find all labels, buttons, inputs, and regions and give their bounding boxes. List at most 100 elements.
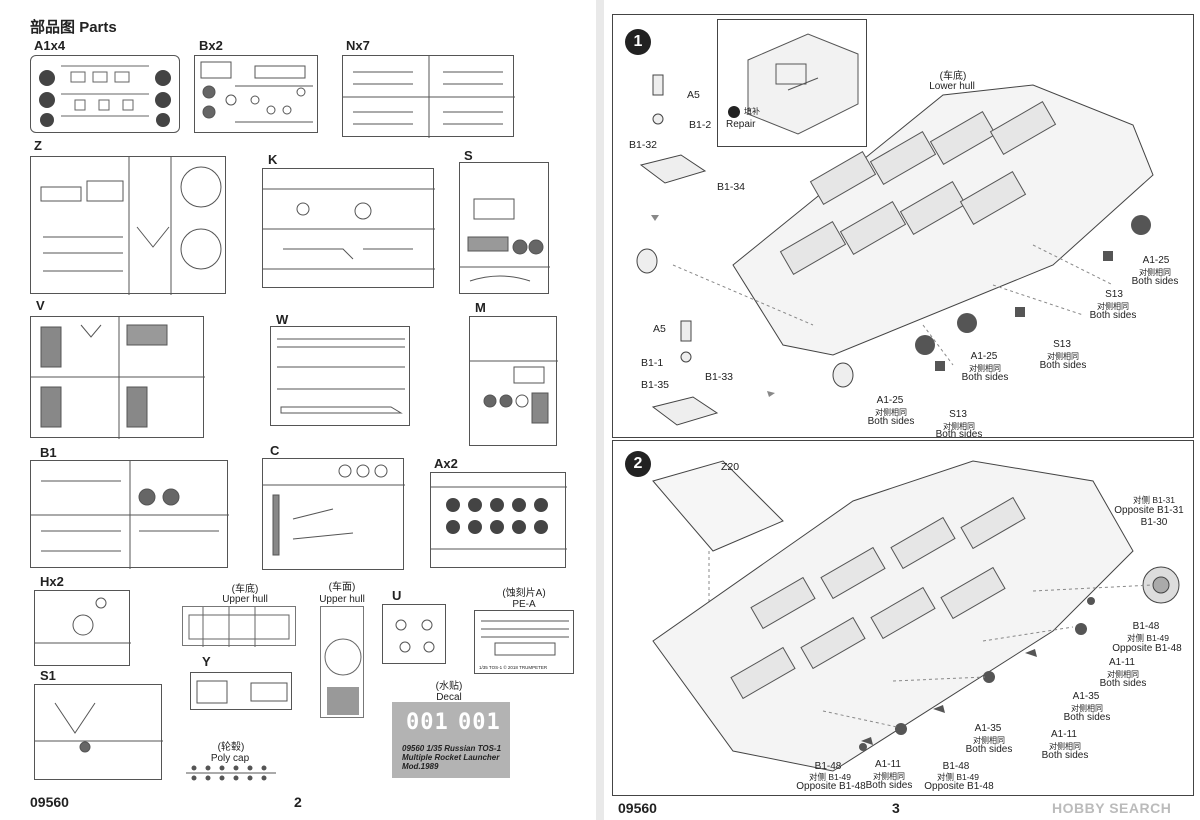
decal-line-2: Multiple Rocket Launcher <box>402 753 500 762</box>
step-2-number: 2 <box>625 451 651 477</box>
a1-25-left-en: Both sides <box>867 416 915 427</box>
sprue-w-frame <box>270 326 410 426</box>
b1-48-right-en: Opposite B1-48 <box>1112 643 1182 654</box>
part-b1-30: B1-30 <box>1140 517 1168 528</box>
sprue-k-drawing <box>263 188 435 270</box>
b1-48-left-en: Opposite B1-48 <box>796 781 866 792</box>
part-a1-25-middle: A1-25 <box>970 351 998 362</box>
hull-bottom-part <box>182 606 296 647</box>
b1-48-left-cn: 对侧 B1-49 <box>808 772 852 782</box>
part-b1-32: B1-32 <box>629 139 658 151</box>
part-b1-1: B1-1 <box>641 357 664 369</box>
part-a1-11-right: A1-11 <box>1109 657 1135 668</box>
part-b1-48-right: B1-48 <box>1132 621 1160 632</box>
s13-left-en: Both sides <box>935 429 983 440</box>
a1-25-left-cn: 对侧相同 <box>875 408 907 417</box>
sprue-b-frame <box>194 55 318 133</box>
part-a1-35-left: A1-35 <box>974 723 1002 734</box>
part-b1-48-left: B1-48 <box>814 761 842 772</box>
sprue-n-drawing <box>343 56 515 138</box>
kit-number-right: 09560 <box>618 800 657 816</box>
sprue-z-frame <box>30 156 226 295</box>
pe-label-cn: (蚀刻片A) <box>502 588 546 599</box>
sprue-label-h: Hx2 <box>40 574 64 589</box>
hull-top-label-en: Upper hull <box>319 594 365 605</box>
polycap-label-en: Poly cap <box>210 753 250 764</box>
sprue-w-drawing <box>277 338 405 414</box>
a1-25-middle-en: Both sides <box>961 372 1009 383</box>
part-b1-34: B1-34 <box>717 181 746 193</box>
b1-48-middle-cn: 对侧 B1-49 <box>936 772 980 782</box>
s13-middle-cn: 对侧相同 <box>1047 352 1079 361</box>
decal-sheet: 001 001 09560 1/35 Russian TOS-1 Multipl… <box>392 702 510 778</box>
sprue-s1-frame <box>34 684 163 780</box>
decal-number-b: 001 <box>458 710 501 735</box>
sprue-label-n: Nx7 <box>346 38 370 53</box>
sprue-c-frame <box>262 458 405 570</box>
hull-top-part <box>320 606 364 718</box>
sprue-b1-drawing <box>31 461 229 569</box>
pe-fret: 1/35 TOS-1 © 2018 TRUMPETER <box>474 610 574 674</box>
sprue-label-m: M <box>475 300 486 315</box>
sprue-label-v: V <box>36 298 45 313</box>
a1-11-middle-cn: 对侧相同 <box>1049 742 1081 751</box>
part-a1-25-left: A1-25 <box>876 395 904 406</box>
polycap-label-cn: (轮毂) <box>217 742 245 753</box>
parts-title-cn: 部品图 <box>30 19 76 36</box>
page-gutter <box>596 0 604 820</box>
page-number-left: 2 <box>294 794 302 810</box>
a1-25-right-en: Both sides <box>1131 276 1179 287</box>
step-1-hull-drawing <box>636 74 1154 426</box>
sprue-label-b: Bx2 <box>199 38 223 53</box>
sprue-h-drawing <box>35 597 131 644</box>
sprue-label-a: Ax2 <box>434 456 458 471</box>
part-a5-top: A5 <box>687 89 700 101</box>
a1-35-left-cn: 对侧相同 <box>973 736 1005 745</box>
parts-title: 部品图 Parts <box>30 16 117 37</box>
sprue-b-drawing <box>200 61 313 123</box>
opp-b1-31-cn: 对侧 B1-31 <box>1132 495 1176 505</box>
part-a5-mid: A5 <box>653 323 666 335</box>
s13-right-en: Both sides <box>1089 310 1137 321</box>
hull-top-label-cn: (车面) <box>328 582 356 593</box>
sprue-n-frame <box>342 55 515 138</box>
part-s13-middle: S13 <box>1053 339 1071 350</box>
decal-line-1: 09560 1/35 Russian TOS-1 <box>402 744 502 753</box>
pe-label-en: PE-A <box>512 599 536 610</box>
sprue-k-frame <box>262 168 435 288</box>
sprue-a1-frame <box>30 55 180 133</box>
s13-middle-en: Both sides <box>1039 360 1087 371</box>
hobby-search-watermark: HOBBY SEARCH <box>1052 800 1172 816</box>
polycap-sprue <box>186 765 276 781</box>
repair-label-en: Repair <box>726 119 756 130</box>
sprue-z-drawing <box>40 157 222 295</box>
step-1-panel: 1 填补 Repair (车底) Lower hull <box>612 14 1194 440</box>
sprue-u-frame <box>382 604 446 664</box>
a1-25-middle-cn: 对侧相同 <box>969 364 1001 373</box>
a1-11-left-cn: 对侧相同 <box>873 772 905 781</box>
sprue-label-u: U <box>392 588 402 603</box>
sprue-a-drawing <box>431 486 567 550</box>
sprue-v-frame <box>30 316 205 439</box>
hull-bottom-label-cn: (车底) <box>231 584 259 595</box>
decal-label-cn: (水贴) <box>435 681 463 692</box>
b1-48-middle-en: Opposite B1-48 <box>924 781 994 792</box>
sprue-y-drawing <box>196 680 288 704</box>
sprue-m-frame <box>469 316 558 446</box>
a1-11-middle-en: Both sides <box>1041 750 1089 761</box>
sprue-y-frame <box>190 672 292 710</box>
hull-bottom-drawing <box>188 607 290 647</box>
a1-11-left-en: Both sides <box>865 780 913 791</box>
parts-title-en: Parts <box>79 19 117 36</box>
sprue-s1-drawing <box>35 702 163 753</box>
a1-11-right-en: Both sides <box>1099 678 1147 689</box>
part-a1-11-middle: A1-11 <box>1051 729 1077 740</box>
part-b1-33: B1-33 <box>705 371 734 383</box>
sprue-label-b1: B1 <box>40 445 57 460</box>
sprue-label-s1: S1 <box>40 668 56 683</box>
b1-48-right-cn: 对侧 B1-49 <box>1126 633 1170 643</box>
lower-hull-label-en: Lower hull <box>929 81 975 92</box>
s13-left-cn: 对侧相同 <box>943 422 975 431</box>
opp-b1-31-en: Opposite B1-31 <box>1114 505 1184 516</box>
part-b1-35: B1-35 <box>641 379 670 391</box>
